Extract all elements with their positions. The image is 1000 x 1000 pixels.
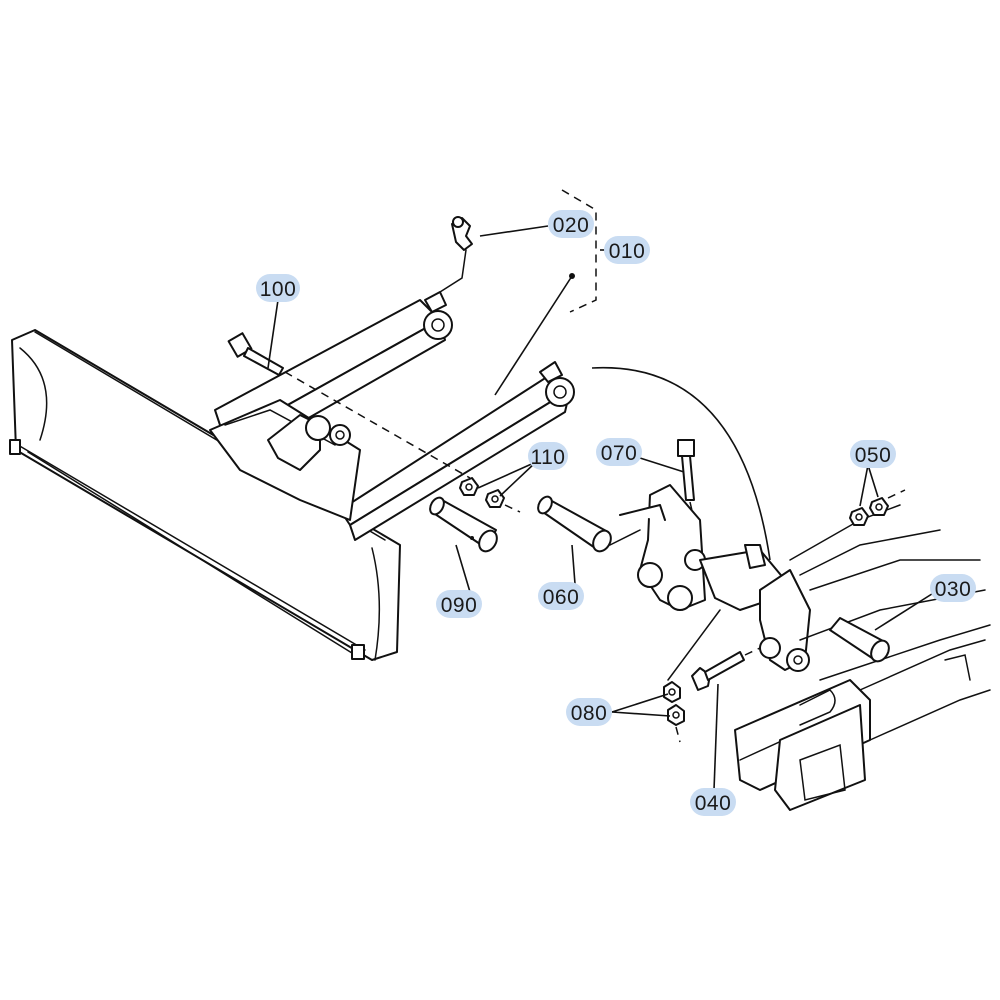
pin-060-graphic	[537, 495, 641, 553]
callout-040[interactable]: 040	[690, 788, 736, 816]
nuts-050-graphic	[849, 489, 906, 526]
dozer-blade	[9, 329, 401, 661]
callout-100-label: 100	[260, 278, 297, 301]
callout-030[interactable]: 030	[930, 574, 976, 602]
callout-040-label: 040	[695, 792, 732, 815]
callout-010[interactable]: 010	[604, 236, 650, 264]
leader-lines	[267, 225, 936, 791]
bolt-100-graphic	[227, 332, 471, 479]
callout-050[interactable]: 050	[850, 440, 896, 468]
callout-020-label: 020	[553, 214, 590, 237]
callout-090[interactable]: 090	[436, 590, 482, 618]
callout-070-label: 070	[601, 442, 638, 465]
grease-nipple-graphic	[439, 216, 473, 293]
callout-030-label: 030	[935, 578, 972, 601]
callout-070[interactable]: 070	[596, 438, 642, 466]
callout-080[interactable]: 080	[566, 698, 612, 726]
callout-060[interactable]: 060	[538, 582, 584, 610]
callout-110[interactable]: 110	[528, 442, 568, 470]
hydraulic-line	[591, 366, 771, 561]
callout-080-label: 080	[571, 702, 608, 725]
nuts-080-graphic	[663, 609, 721, 743]
callout-100[interactable]: 100	[256, 274, 300, 302]
callout-060-label: 060	[543, 586, 580, 609]
bolt-040-graphic	[691, 647, 761, 691]
frame-arms	[209, 291, 575, 541]
callout-050-label: 050	[855, 444, 892, 467]
callout-090-label: 090	[441, 594, 478, 617]
pin-090-graphic	[429, 496, 498, 553]
nuts-110-graphic	[459, 477, 521, 513]
hitch-bracket	[619, 484, 811, 672]
callout-110-label: 110	[531, 446, 566, 469]
assembly-bracket-010	[561, 189, 597, 313]
callout-020[interactable]: 020	[548, 210, 594, 238]
callout-010-label: 010	[609, 240, 646, 263]
